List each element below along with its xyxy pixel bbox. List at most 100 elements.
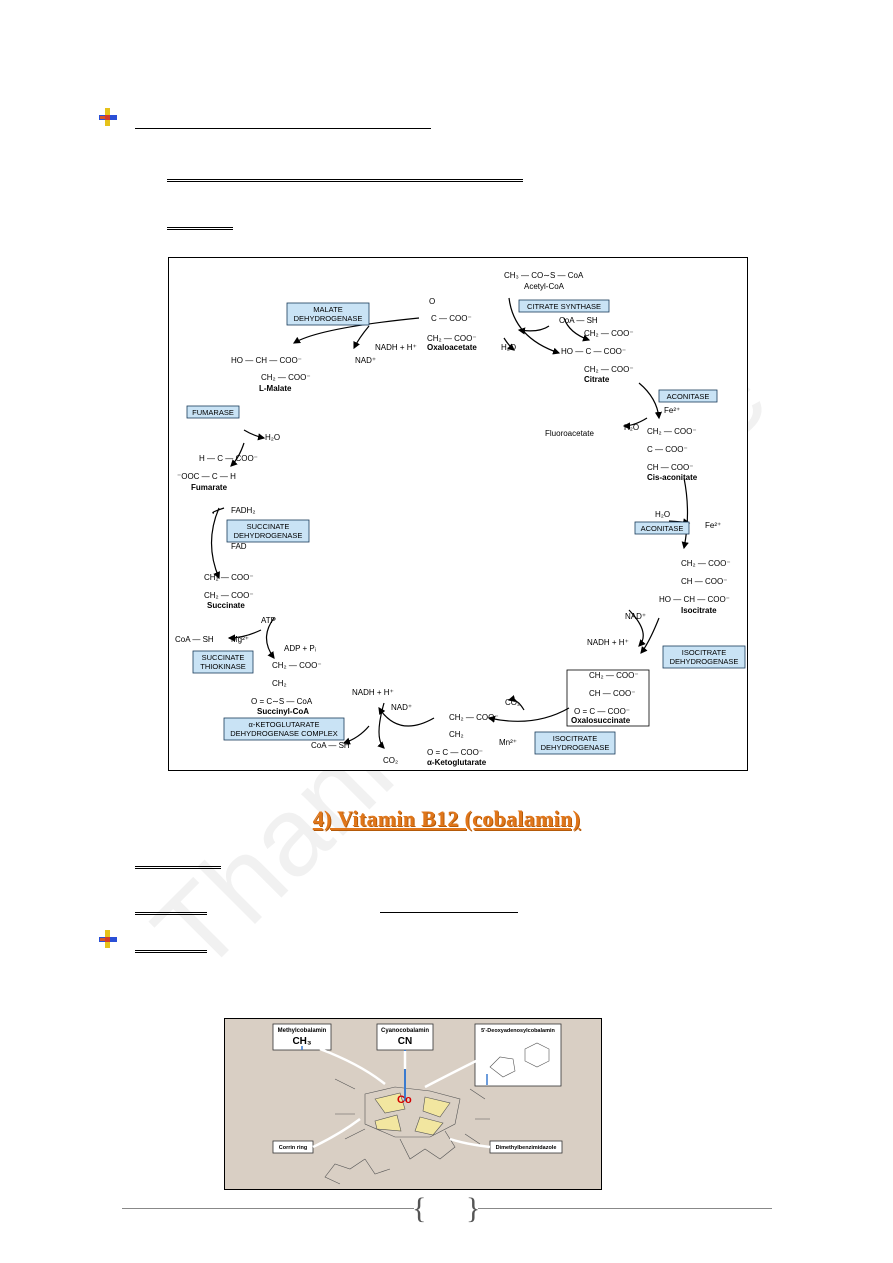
svg-text:CITRATE SYNTHASE: CITRATE SYNTHASE (527, 302, 601, 311)
cofactor-co2-1: CO₂ (505, 698, 520, 707)
svg-text:O: O (429, 297, 435, 306)
svg-text:5'-Deoxyadenosylcobalamin: 5'-Deoxyadenosylcobalamin (481, 1028, 555, 1034)
label-succinyl-coa: Succinyl-CoA (257, 707, 309, 716)
cofactor-fe-2: Fe²⁺ (705, 521, 721, 530)
cofactor-h2o-3: H₂O (655, 510, 670, 519)
svg-text:C — COO⁻: C — COO⁻ (647, 445, 688, 454)
enzyme-succinate-dh: SUCCINATE DEHYDROGENASE (226, 519, 310, 543)
cofactor-nad-2: NAD⁺ (625, 612, 646, 621)
oxalosuccinate-bracket (566, 669, 650, 727)
svg-text:DEHYDROGENASE: DEHYDROGENASE (541, 743, 610, 752)
blank-underline-3 (167, 227, 233, 230)
footer-line-left (122, 1208, 414, 1209)
label-isocitrate: Isocitrate (681, 606, 717, 615)
bullet-icon-2 (99, 930, 117, 948)
svg-text:CH₂: CH₂ (449, 730, 464, 739)
dmb-callout: Dimethylbenzimidazole (489, 1140, 563, 1154)
cofactor-co2-2: CO₂ (383, 756, 398, 765)
svg-text:H — C — COO⁻: H — C — COO⁻ (199, 454, 258, 463)
svg-text:O = C∼S — CoA: O = C∼S — CoA (251, 697, 313, 706)
label-succinate: Succinate (207, 601, 245, 610)
chemical-structures: CH₃ — CO∼S — CoA O C — COO⁻ CH₂ — COO⁻ CH… (177, 271, 731, 757)
label-oxalosuccinate: Oxalosuccinate (571, 716, 631, 725)
svg-text:CH₃ — CO∼S — CoA: CH₃ — CO∼S — CoA (504, 271, 584, 280)
label-oxaloacetate: Oxaloacetate (427, 343, 477, 352)
svg-text:Methylcobalamin: Methylcobalamin (278, 1028, 327, 1034)
tca-cycle-diagram: MALATE DEHYDROGENASE CITRATE SYNTHASE AC… (175, 271, 746, 767)
blank-underline-4 (135, 866, 221, 869)
deoxyadenosyl-callout: 5'-Deoxyadenosylcobalamin (474, 1023, 562, 1087)
cobalamin-diagram: Methylcobalamin CH₃ Cyanocobalamin CN 5'… (272, 1023, 563, 1185)
svg-text:THIOKINASE: THIOKINASE (200, 662, 245, 671)
cofactor-coa-sh-1: CoA — SH (559, 316, 598, 325)
svg-text:CH₂ — COO⁻: CH₂ — COO⁻ (449, 713, 499, 722)
svg-text:HO — C — COO⁻: HO — C — COO⁻ (561, 347, 626, 356)
svg-text:CH₂ — COO⁻: CH₂ — COO⁻ (584, 329, 634, 338)
svg-text:HO — CH — COO⁻: HO — CH — COO⁻ (659, 595, 730, 604)
svg-text:CH₂ — COO⁻: CH₂ — COO⁻ (204, 573, 254, 582)
svg-text:FUMARASE: FUMARASE (192, 408, 234, 417)
svg-text:DEHYDROGENASE: DEHYDROGENASE (294, 314, 363, 323)
svg-text:CH — COO⁻: CH — COO⁻ (647, 463, 693, 472)
svg-text:CH₃: CH₃ (292, 1036, 311, 1047)
svg-text:ISOCITRATE: ISOCITRATE (682, 648, 726, 657)
tca-cycle-figure: MALATE DEHYDROGENASE CITRATE SYNTHASE AC… (168, 257, 748, 771)
cyanocobalamin-callout: Cyanocobalamin CN (376, 1023, 434, 1051)
label-malate: L-Malate (259, 384, 292, 393)
label-cis-aconitate: Cis-aconitate (647, 473, 698, 482)
bullet-icon (99, 108, 117, 126)
enzyme-succinate-thiokinase: SUCCINATE THIOKINASE (192, 650, 254, 674)
label-ketoglutarate: α-Ketoglutarate (427, 758, 487, 767)
svg-text:DEHYDROGENASE COMPLEX: DEHYDROGENASE COMPLEX (230, 729, 338, 738)
svg-text:⁻OOC — C — H: ⁻OOC — C — H (177, 472, 236, 481)
svg-text:ACONITASE: ACONITASE (667, 392, 710, 401)
cofactor-mn: Mn²⁺ (499, 738, 517, 747)
svg-text:DEHYDROGENASE: DEHYDROGENASE (234, 531, 303, 540)
cycle-arrows (210, 297, 691, 749)
svg-text:ACONITASE: ACONITASE (641, 524, 684, 533)
corrin-ring-callout: Corrin ring (272, 1140, 314, 1154)
svg-text:O = C — COO⁻: O = C — COO⁻ (574, 707, 630, 716)
enzyme-isocitrate-dh-2: ISOCITRATE DEHYDROGENASE (534, 731, 616, 755)
svg-text:CH₂ — COO⁻: CH₂ — COO⁻ (427, 334, 477, 343)
svg-text:DEHYDROGENASE: DEHYDROGENASE (670, 657, 739, 666)
enzyme-citrate-synthase: CITRATE SYNTHASE (518, 299, 610, 313)
callout-arrows (312, 1047, 491, 1149)
cofactor-nad-3: NAD⁺ (391, 703, 412, 712)
footer-line-right (478, 1208, 772, 1209)
svg-text:Dimethylbenzimidazole: Dimethylbenzimidazole (496, 1145, 557, 1151)
svg-text:α-KETOGLUTARATE: α-KETOGLUTARATE (248, 720, 319, 729)
svg-text:SUCCINATE: SUCCINATE (202, 653, 245, 662)
svg-text:CH₂ — COO⁻: CH₂ — COO⁻ (584, 365, 634, 374)
svg-text:CH — COO⁻: CH — COO⁻ (681, 577, 727, 586)
svg-text:CH — COO⁻: CH — COO⁻ (589, 689, 635, 698)
svg-text:SUCCINATE: SUCCINATE (247, 522, 290, 531)
blank-underline-6 (380, 912, 518, 913)
svg-text:O = C — COO⁻: O = C — COO⁻ (427, 748, 483, 757)
svg-text:CH₂ — COO⁻: CH₂ — COO⁻ (647, 427, 697, 436)
enzyme-isocitrate-dh-1: ISOCITRATE DEHYDROGENASE (662, 645, 746, 669)
cofactor-fe-1: Fe²⁺ (664, 406, 680, 415)
section-heading: 4) Vitamin B12 (cobalamin) (312, 806, 581, 831)
cofactor-coa-sh-2: CoA — SH (311, 741, 350, 750)
svg-text:CH₂ — COO⁻: CH₂ — COO⁻ (261, 373, 311, 382)
cofactor-coa-sh-3: CoA — SH (175, 635, 214, 644)
blank-underline-1 (135, 128, 431, 129)
corrin-ring-drawing (324, 1078, 490, 1185)
enzyme-aconitase-1: ACONITASE (658, 389, 718, 403)
cofactor-fadh2: FADH₂ (231, 506, 255, 515)
enzyme-aconitase-2: ACONITASE (634, 521, 690, 535)
methylcobalamin-callout: Methylcobalamin CH₃ (272, 1023, 332, 1051)
cofactor-mg: Mg²⁺ (231, 635, 249, 644)
cofactor-nadh-3: NADH + H⁺ (352, 688, 394, 697)
cofactor-h2o-4: H₂O (265, 433, 280, 442)
cofactor-atp: ATP (261, 616, 276, 625)
enzyme-malate-dh: MALATE DEHYDROGENASE (286, 302, 370, 326)
svg-text:CN: CN (398, 1036, 412, 1047)
cofactor-adp: ADP + Pᵢ (284, 644, 316, 653)
label-citrate: Citrate (584, 375, 610, 384)
svg-text:ISOCITRATE: ISOCITRATE (553, 734, 597, 743)
cofactor-h2o-1: H₂O (501, 343, 516, 352)
svg-text:MALATE: MALATE (313, 305, 342, 314)
page-number-bracket-left: { (412, 1192, 427, 1225)
